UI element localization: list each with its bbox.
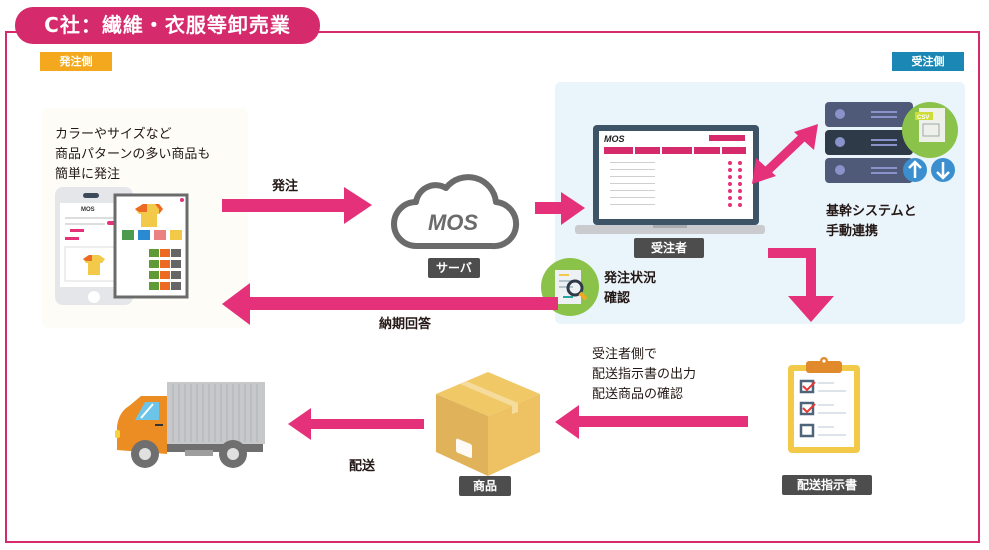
laptop-brand: MOS bbox=[604, 134, 625, 144]
delivery-date-reply-label: 納期回答 bbox=[379, 317, 432, 332]
shipping-arrow-icon bbox=[288, 408, 424, 440]
orderer-description-line-2: 商品パターンの多い商品も bbox=[55, 147, 211, 162]
diagram-frame bbox=[5, 31, 980, 543]
order-status-check-line-1: 発注状況 bbox=[604, 271, 657, 286]
csv-label: CSV bbox=[917, 115, 929, 121]
receiver-label: 受注者 bbox=[634, 238, 704, 258]
instruction-to-product-arrow-icon bbox=[555, 405, 748, 439]
core-system-link-line-1: 基幹システムと bbox=[826, 204, 917, 219]
diagram-title: C社：繊維・衣服等卸売業 bbox=[15, 7, 320, 44]
smartphone-order-form-icon: MOS bbox=[55, 187, 189, 305]
product-box-icon bbox=[436, 372, 540, 476]
receiver-side-tag: 受注側 bbox=[892, 52, 964, 71]
delivery-instruction-label: 配送指示書 bbox=[782, 475, 872, 495]
delivery-instruction-clipboard-icon bbox=[788, 357, 860, 453]
server-label: サーバ bbox=[428, 258, 480, 278]
orderer-description-line-3: 簡単に発注 bbox=[55, 167, 121, 182]
cloud-server-icon: MOS bbox=[391, 174, 520, 250]
delivery-date-reply-arrow-icon bbox=[222, 283, 558, 325]
shipping-label: 配送 bbox=[349, 459, 376, 474]
delivery-truck-icon bbox=[115, 382, 265, 468]
cloud-brand: MOS bbox=[428, 210, 478, 235]
receiver-output-line-1: 受注者側で bbox=[592, 347, 658, 362]
order-status-check-line-2: 確認 bbox=[604, 291, 631, 306]
orderer-description-line-1: カラーやサイズなど bbox=[55, 127, 172, 142]
orderer-side-tag: 発注側 bbox=[40, 52, 112, 71]
order-arrow-icon bbox=[222, 187, 372, 224]
core-system-server-icon: CSV bbox=[825, 102, 958, 183]
receiver-output-line-3: 配送商品の確認 bbox=[592, 387, 684, 402]
core-system-link-line-2: 手動連携 bbox=[826, 224, 879, 239]
order-label: 発注 bbox=[272, 179, 299, 194]
receiver-output-line-2: 配送指示書の出力 bbox=[592, 367, 697, 382]
phone-brand: MOS bbox=[81, 207, 95, 213]
product-label: 商品 bbox=[459, 476, 511, 496]
laptop-icon: MOS bbox=[575, 125, 765, 234]
server-to-receiver-arrow-icon bbox=[535, 192, 585, 225]
bidirectional-sync-arrow-icon bbox=[752, 124, 818, 184]
receiver-to-instruction-arrow-icon bbox=[768, 248, 834, 322]
